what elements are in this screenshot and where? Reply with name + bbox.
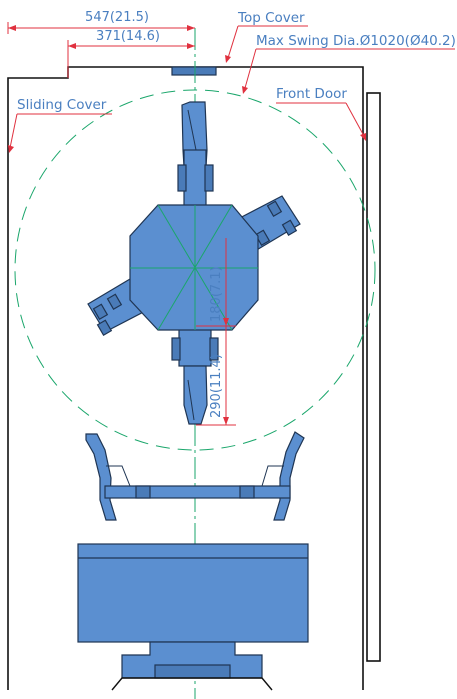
turret xyxy=(87,101,301,425)
max-swing-label: Max Swing Dia.Ø1020(Ø40.2) xyxy=(256,33,456,49)
callout-top-cover: Top Cover xyxy=(225,10,308,63)
turret-top-tool xyxy=(177,101,214,207)
front-door-panel xyxy=(366,92,381,662)
chuck-body xyxy=(77,543,309,643)
callout-max-swing: Max Swing Dia.Ø1020(Ø40.2) xyxy=(242,33,456,94)
dimension-arm-short: 180(7.1) xyxy=(196,238,236,327)
front-door-label: Front Door xyxy=(276,86,347,102)
callout-front-door: Front Door xyxy=(276,86,366,141)
chuck-assembly xyxy=(77,431,309,691)
dimension-width-total: 547(21.5) xyxy=(7,10,195,34)
dimension-width-inner: 371(14.6) xyxy=(67,29,195,78)
dimension-arm-long-label: 290(11.4) xyxy=(209,354,224,418)
top-cover-label: Top Cover xyxy=(237,10,305,26)
callout-sliding-cover: Sliding Cover xyxy=(8,97,112,153)
turret-bottom-tool xyxy=(171,327,219,425)
dimension-arm-long: 290(11.4) xyxy=(196,326,236,426)
dimension-width-total-label: 547(21.5) xyxy=(85,10,149,25)
top-cover-spindle xyxy=(171,66,217,76)
wheel-hub-ring xyxy=(104,485,291,499)
sliding-cover-label: Sliding Cover xyxy=(17,97,107,113)
dimension-width-inner-label: 371(14.6) xyxy=(96,29,160,44)
dimension-arm-short-label: 180(7.1) xyxy=(209,266,224,322)
